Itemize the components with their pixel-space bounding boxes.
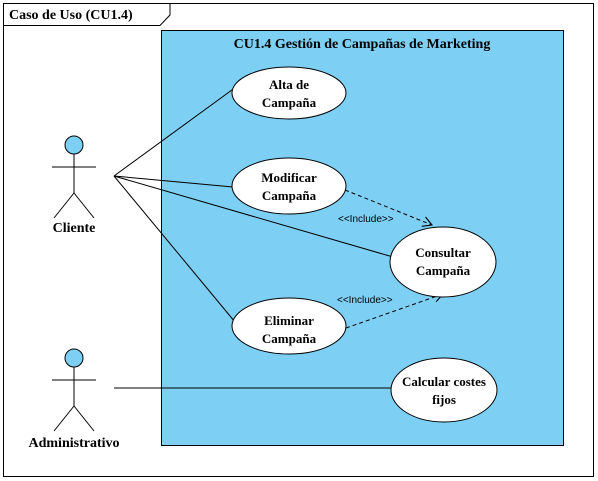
use-case-calcular-line1: Calcular costes — [402, 374, 486, 389]
frame-label: Caso de Uso (CU1.4) — [9, 8, 133, 23]
association-cliente-eliminar — [113, 175, 236, 323]
actor-cliente-label: Cliente — [53, 221, 96, 236]
actor-cliente[interactable] — [52, 135, 96, 219]
use-case-eliminar-line2: Campaña — [262, 331, 317, 346]
system-title: CU1.4 Gestión de Campañas de Marketing — [234, 37, 491, 52]
use-case-eliminar[interactable]: Eliminar Campaña — [231, 297, 347, 355]
actor-administrativo-head — [64, 348, 84, 368]
use-case-eliminar-line1: Eliminar — [264, 313, 314, 328]
include-dependencies — [344, 189, 445, 329]
include-modificar-consultar — [344, 189, 434, 227]
use-case-alta-line2: Campaña — [262, 95, 317, 110]
actor-administrativo[interactable] — [52, 348, 96, 432]
actor-cliente-head — [64, 135, 84, 155]
use-case-alta-line1: Alta de — [269, 77, 309, 92]
use-case-calcular[interactable]: Calcular costes fijos — [390, 357, 498, 423]
association-lines — [113, 86, 394, 389]
use-case-alta[interactable]: Alta de Campaña — [231, 66, 347, 120]
use-case-consultar-line1: Consultar — [415, 245, 471, 260]
association-cliente-consultar — [113, 175, 394, 258]
use-case-modificar-line2: Campaña — [262, 188, 317, 203]
include-label-modificar: <<Include>> — [338, 214, 394, 225]
use-case-modificar[interactable]: Modificar Campaña — [231, 157, 347, 215]
use-case-modificar-line1: Modificar — [261, 170, 317, 185]
include-label-eliminar: <<Include>> — [337, 295, 393, 306]
actor-administrativo-label: Administrativo — [29, 436, 120, 451]
use-case-consultar[interactable]: Consultar Campaña — [389, 226, 497, 298]
frame-label-tab — [3, 3, 171, 26]
association-cliente-alta — [113, 86, 237, 177]
use-case-consultar-line2: Campaña — [416, 263, 471, 278]
include-eliminar-consultar — [345, 291, 445, 329]
system-boundary: CU1.4 Gestión de Campañas de Marketing — [161, 30, 564, 446]
association-cliente-modificar — [113, 175, 234, 188]
use-case-calcular-line2: fijos — [432, 392, 456, 407]
